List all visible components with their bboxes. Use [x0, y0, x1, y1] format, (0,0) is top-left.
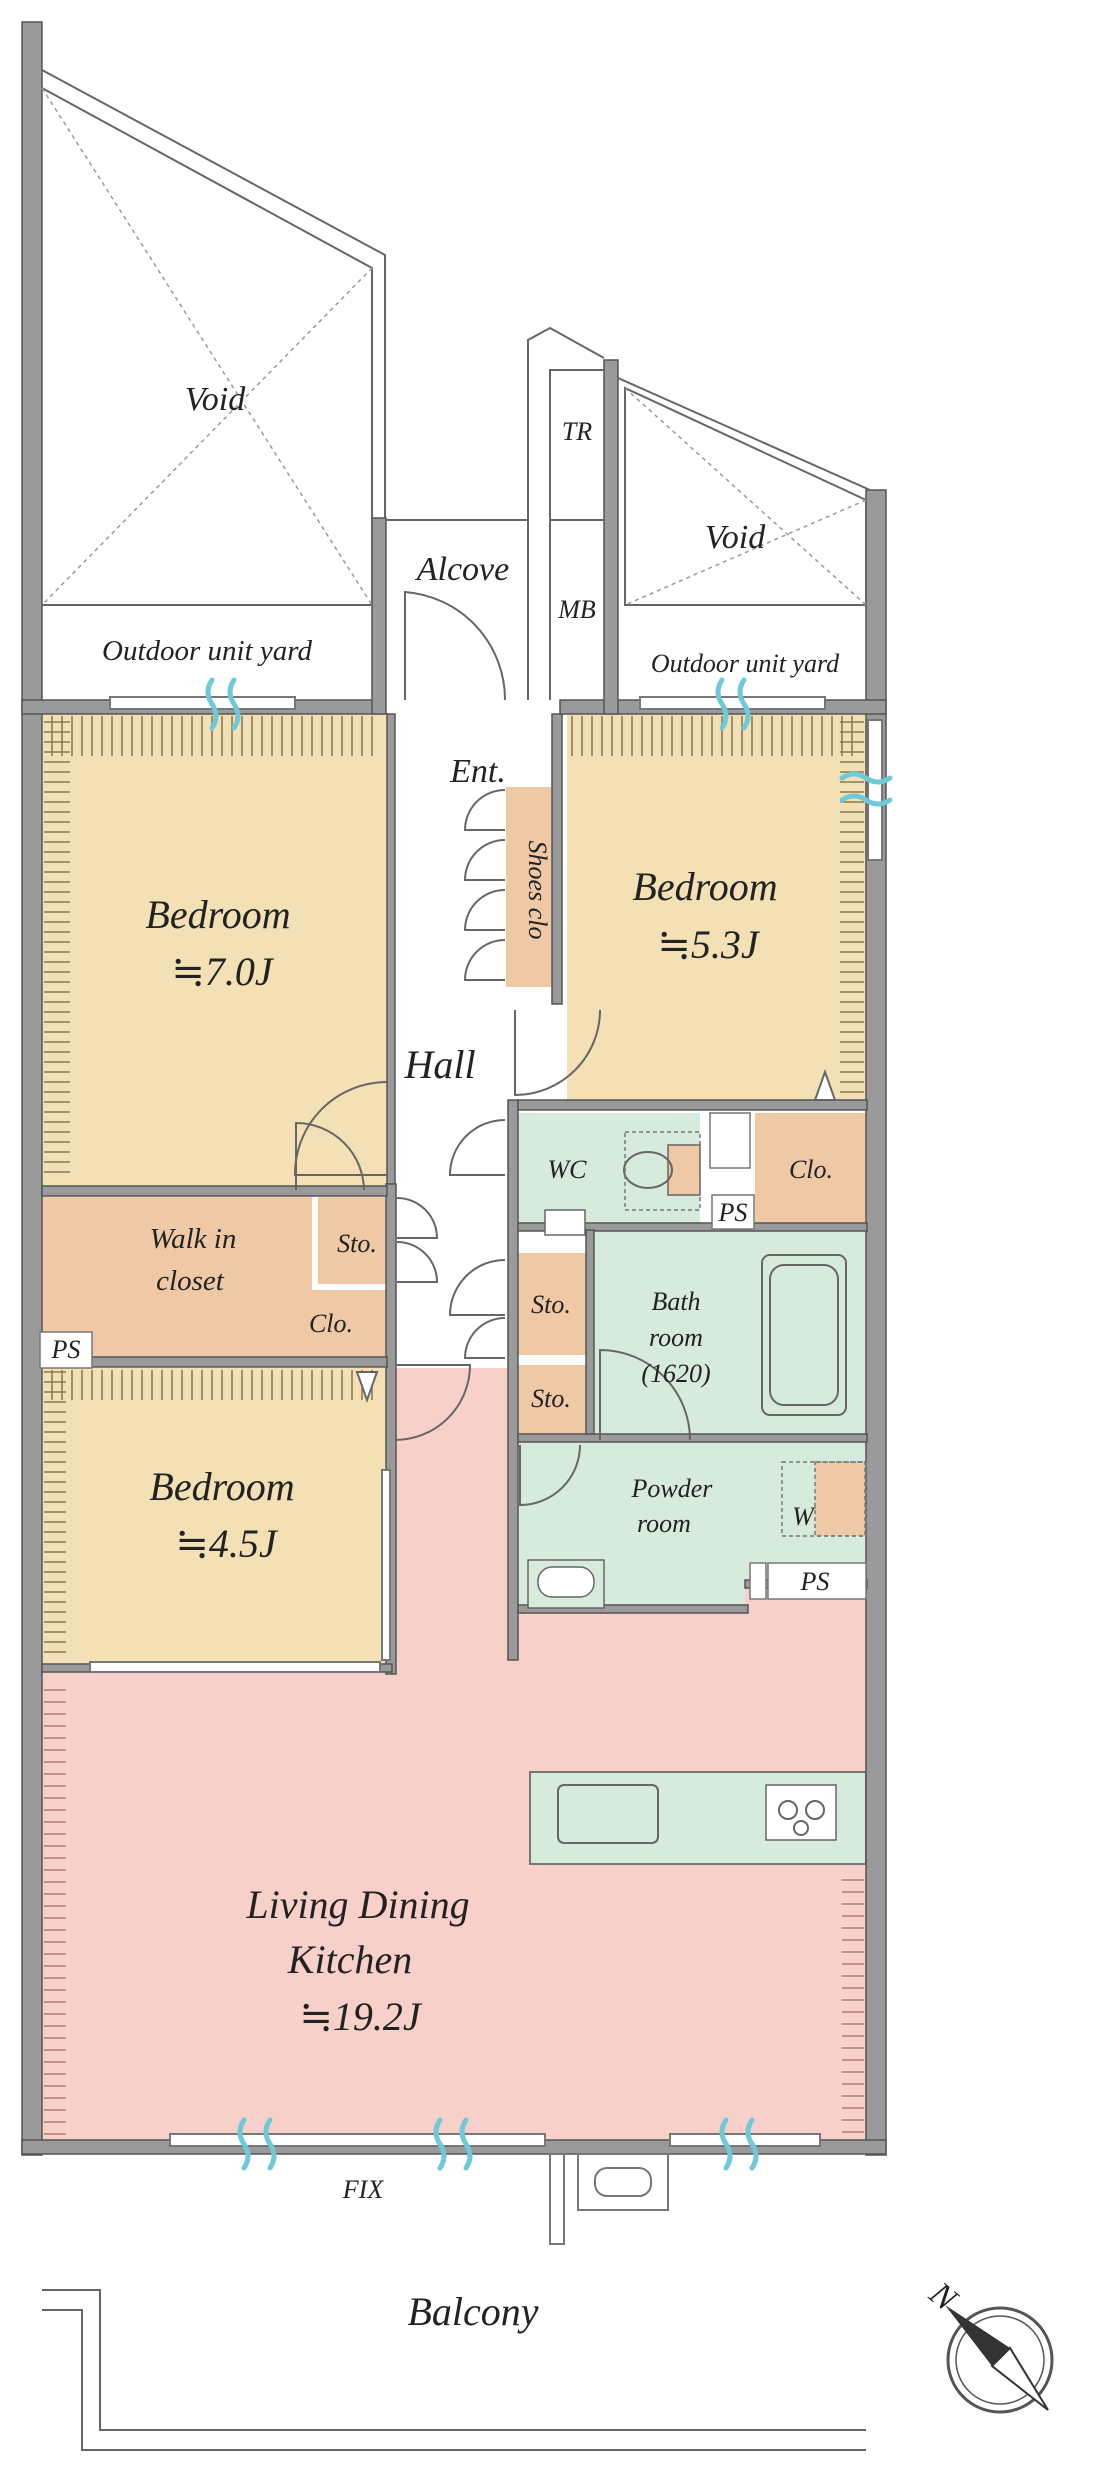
- ventilation-arrows: [205, 677, 893, 2171]
- bedroom-4j-area: [42, 1368, 387, 1664]
- bedroom-4j-name: Bedroom: [149, 1464, 294, 1509]
- closet-right-label: Clo.: [789, 1155, 833, 1184]
- storage-low-label: Sto.: [531, 1384, 571, 1413]
- mb-label: MB: [557, 595, 596, 624]
- compass: N: [922, 2275, 1054, 2414]
- shoes-closet-area: [506, 787, 552, 987]
- powder-room-label-2: room: [637, 1509, 691, 1538]
- compass-north-label: N: [922, 2275, 966, 2320]
- ps-wc-label: PS: [718, 1198, 748, 1227]
- balcony-label: Balcony: [407, 2289, 538, 2334]
- storage-left-area: [318, 1197, 386, 1284]
- wc-label: WC: [548, 1155, 588, 1184]
- ldk-label-2: Kitchen: [287, 1937, 412, 1982]
- storage-mid-label: Sto.: [531, 1290, 571, 1319]
- storage-left-label: Sto.: [337, 1229, 377, 1258]
- shading-stripes: [44, 716, 864, 2135]
- bedroom-5j-area: [567, 714, 867, 1106]
- ps-powder-label: PS: [800, 1567, 830, 1596]
- bedroom-5j-name: Bedroom: [632, 864, 777, 909]
- storage-mid-area: [516, 1253, 586, 1355]
- ps-left-label: PS: [51, 1335, 81, 1364]
- void-outlines: [41, 69, 871, 2451]
- hall-label: Hall: [403, 1042, 475, 1087]
- bath-label-1: Bath: [651, 1287, 700, 1316]
- outdoor-right-label: Outdoor unit yard: [651, 649, 840, 678]
- outdoor-left-label: Outdoor unit yard: [102, 635, 312, 667]
- closet-left-label: Clo.: [309, 1309, 353, 1338]
- ldk-size-label: ≒19.2J: [299, 1994, 423, 2039]
- bath-label-3: (1620): [641, 1359, 710, 1388]
- bedroom-4j-size: ≒4.5J: [175, 1521, 279, 1566]
- bedroom-7j-name: Bedroom: [145, 892, 290, 937]
- alcove-label: Alcove: [415, 551, 510, 588]
- ldk-label-1: Living Dining: [245, 1882, 469, 1927]
- walk-in-closet-label-2: closet: [156, 1265, 225, 1297]
- void-right-label: Void: [705, 519, 766, 556]
- tr-label: TR: [562, 417, 592, 446]
- washer-label: W: [792, 1502, 816, 1531]
- walk-in-closet-label-1: Walk in: [150, 1223, 237, 1255]
- doors: [293, 789, 837, 1507]
- entrance-label: Ent.: [449, 753, 506, 790]
- fixtures: [39, 1112, 867, 1844]
- closet-right-area: [755, 1113, 867, 1223]
- storage-low-area: [516, 1365, 586, 1434]
- ldk-area: [42, 1368, 867, 2140]
- shoes-closet-label: Shoes clo: [523, 841, 552, 940]
- closet-left-area: [277, 1290, 386, 1357]
- bath-label-2: room: [649, 1323, 703, 1352]
- bedroom-5j-size: ≒5.3J: [657, 922, 761, 967]
- walk-in-closet-area: [42, 1197, 312, 1357]
- windows: [89, 696, 883, 2245]
- room-labels: Void Void Outdoor unit yard Outdoor unit…: [51, 381, 841, 2334]
- void-left-label: Void: [185, 381, 246, 418]
- bedroom-7j-size: ≒7.0J: [171, 949, 275, 994]
- powder-room-label-1: Powder: [631, 1474, 714, 1503]
- bedroom-7j-area: [42, 714, 387, 1188]
- fix-label: FIX: [342, 2175, 385, 2204]
